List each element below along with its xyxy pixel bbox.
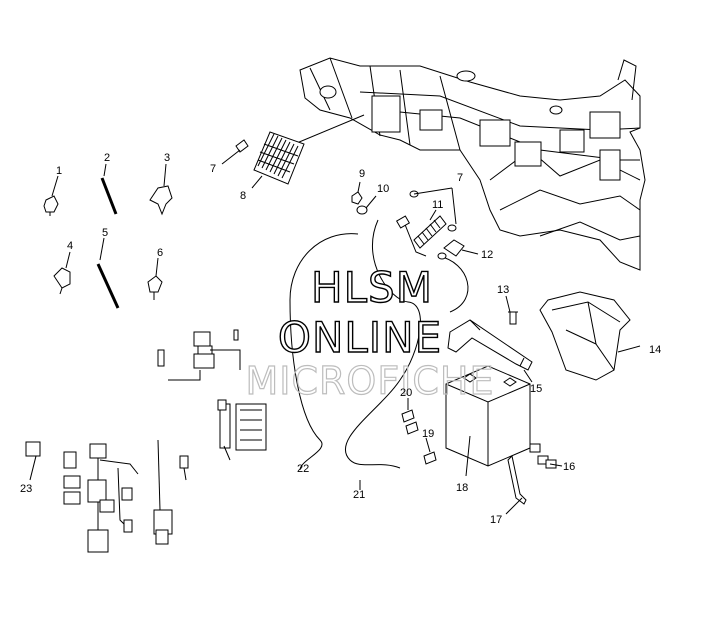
part-1-connector	[43, 175, 59, 216]
frame-assembly	[279, 57, 646, 271]
part-10-washer	[356, 195, 377, 215]
callout-11: 11	[432, 199, 443, 211]
watermark-line-3: MICROFICHE	[245, 359, 494, 403]
callout-3: 3	[164, 152, 170, 164]
part-5-rod	[96, 237, 120, 309]
callout-21: 21	[353, 489, 365, 501]
callout-15: 15	[530, 383, 542, 395]
callout-18: 18	[456, 482, 468, 494]
callout-1: 1	[56, 165, 62, 177]
callout-16: 16	[563, 461, 575, 473]
callout-19: 19	[422, 428, 434, 440]
part-16-spacers	[529, 443, 563, 469]
part-8-filter-element	[251, 131, 305, 189]
part-15-battery-holddown	[447, 319, 533, 383]
part-13-bolt	[505, 295, 518, 325]
wiring-harness-cluster	[25, 329, 267, 553]
callout-labels: 1 2 3 4 5 6 7 7 8 9 10 11 12 13 14 15 16…	[20, 152, 661, 526]
callout-12: 12	[481, 249, 493, 261]
callout-23: 23	[20, 483, 32, 495]
part-4-connector	[53, 251, 71, 295]
callout-4: 4	[67, 240, 73, 252]
part-6-connector	[147, 257, 163, 300]
callout-2: 2	[104, 152, 110, 164]
part-2-rod	[100, 163, 118, 215]
part-19-terminal	[405, 421, 437, 465]
callout-10: 10	[377, 183, 389, 195]
callout-14: 14	[649, 344, 661, 356]
callout-6: 6	[157, 247, 163, 259]
part-11-spring-assembly	[409, 187, 457, 249]
part-20-terminal	[401, 398, 415, 423]
part-18-battery	[445, 365, 531, 477]
callout-17: 17	[490, 514, 502, 526]
watermark-line-2: ONLINE	[278, 313, 442, 362]
watermark-line-1: HLSM	[311, 263, 433, 312]
watermark: HLSM ONLINE MICROFICHE	[245, 262, 494, 403]
callout-20: 20	[400, 387, 412, 399]
callout-9: 9	[359, 168, 365, 180]
callout-5: 5	[102, 227, 108, 239]
part-7-bolt	[221, 139, 249, 165]
part-3-clip	[149, 163, 173, 216]
part-21-battery-cable	[344, 219, 469, 490]
callout-22: 22	[297, 463, 309, 475]
callout-8: 8	[240, 190, 246, 202]
part-14-battery-box	[539, 291, 641, 381]
callout-13: 13	[497, 284, 509, 296]
part-9-nut	[351, 181, 363, 205]
callout-7-left: 7	[210, 163, 216, 175]
part-22-battery-cable	[289, 215, 427, 471]
part-12-bracket	[443, 239, 479, 257]
callout-7-right: 7	[457, 172, 463, 184]
part-17-strap	[505, 454, 527, 515]
